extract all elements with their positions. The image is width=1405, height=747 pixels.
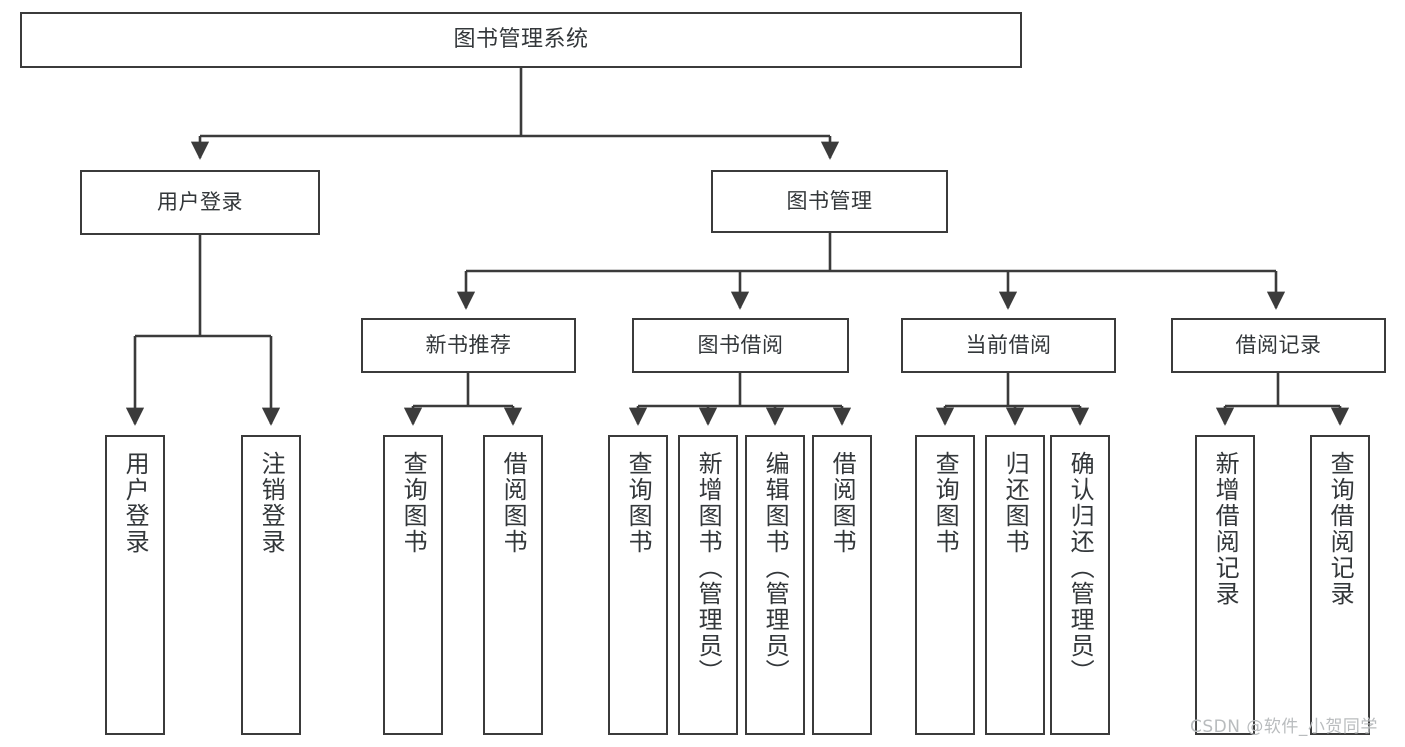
leaf-add-book[interactable]: 新增图书（管理员） — [678, 435, 738, 735]
leaf-query-book-current[interactable]: 查询图书 — [915, 435, 975, 735]
node-label: 新增图书（管理员） — [694, 451, 723, 685]
node-borrow-record[interactable]: 借阅记录 — [1171, 318, 1386, 373]
node-current-borrow[interactable]: 当前借阅 — [901, 318, 1116, 373]
leaf-query-book-borrow[interactable]: 查询图书 — [608, 435, 668, 735]
leaf-query-borrow-record[interactable]: 查询借阅记录 — [1310, 435, 1370, 735]
leaf-logout-login[interactable]: 注销登录 — [241, 435, 301, 735]
node-label: 查询图书 — [399, 451, 428, 555]
node-label: 新增借阅记录 — [1211, 451, 1240, 607]
node-label: 新书推荐 — [425, 333, 512, 358]
leaf-edit-book[interactable]: 编辑图书（管理员） — [745, 435, 805, 735]
leaf-borrow-book-new[interactable]: 借阅图书 — [483, 435, 543, 735]
node-label: 借阅图书 — [499, 451, 528, 555]
leaf-query-book-new[interactable]: 查询图书 — [383, 435, 443, 735]
node-new-book-recommend[interactable]: 新书推荐 — [361, 318, 576, 373]
node-label: 用户登录 — [157, 190, 243, 215]
node-label: 查询借阅记录 — [1326, 451, 1355, 607]
node-root-system[interactable]: 图书管理系统 — [20, 12, 1022, 68]
node-label: 图书管理系统 — [453, 27, 589, 53]
leaf-user-login[interactable]: 用户登录 — [105, 435, 165, 735]
node-book-borrow[interactable]: 图书借阅 — [632, 318, 849, 373]
leaf-return-book[interactable]: 归还图书 — [985, 435, 1045, 735]
node-label: 借阅记录 — [1235, 333, 1322, 358]
node-label: 图书管理 — [786, 189, 873, 214]
node-label: 注销登录 — [257, 451, 286, 555]
node-label: 当前借阅 — [965, 333, 1052, 358]
node-label: 编辑图书（管理员） — [761, 451, 790, 685]
node-user-login[interactable]: 用户登录 — [80, 170, 320, 235]
node-label: 借阅图书 — [828, 451, 857, 555]
node-label: 图书借阅 — [697, 333, 784, 358]
node-label: 用户登录 — [121, 451, 150, 555]
leaf-confirm-return[interactable]: 确认归还（管理员） — [1050, 435, 1110, 735]
node-label: 归还图书 — [1001, 451, 1030, 555]
node-label: 查询图书 — [624, 451, 653, 555]
node-label: 确认归还（管理员） — [1066, 451, 1095, 685]
leaf-add-borrow-record[interactable]: 新增借阅记录 — [1195, 435, 1255, 735]
node-book-manage[interactable]: 图书管理 — [711, 170, 948, 233]
leaf-borrow-book[interactable]: 借阅图书 — [812, 435, 872, 735]
node-label: 查询图书 — [931, 451, 960, 555]
